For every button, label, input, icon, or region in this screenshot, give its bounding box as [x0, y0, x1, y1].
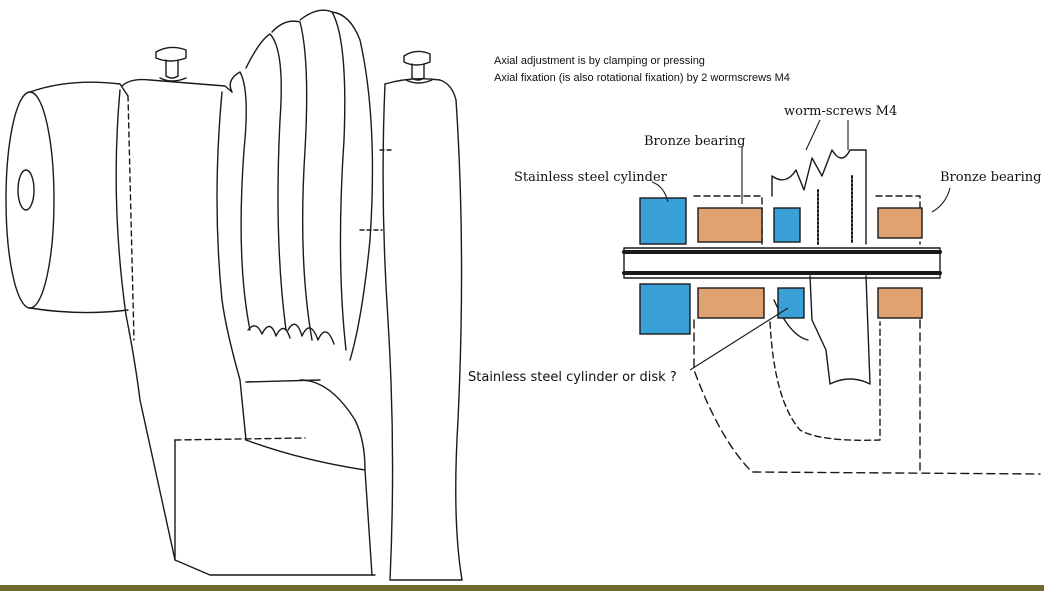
bearing-parts: [639, 197, 923, 335]
leader-worm-1: [805, 119, 821, 151]
hub-bore: [17, 169, 35, 211]
housing-outline: [693, 319, 1041, 475]
lower-slot: [809, 275, 871, 385]
housing-right-edge: [455, 99, 463, 581]
pulley-teeth-1: [247, 325, 291, 339]
hub-end-face: [5, 91, 55, 309]
body-top-left: [121, 78, 233, 93]
label-bronze-bearing-left: Bronze bearing: [644, 134, 746, 149]
body-curve: [299, 379, 366, 471]
note-axial-fixation: Axial fixation (is also rotational fixat…: [494, 72, 790, 84]
right-thumb-screw: [403, 50, 433, 84]
label-bronze-bearing-right: Bronze bearing: [940, 170, 1042, 185]
pulley-groove-3: [271, 20, 313, 341]
bronze-bearing-left-lower: [697, 287, 765, 319]
body-lower-face: [245, 439, 373, 576]
bronze-bearing-right-lower: [877, 287, 923, 319]
housing-left-edge: [382, 83, 463, 581]
leader-bronze-right: [931, 187, 951, 213]
bronze-bearing-left-upper: [697, 207, 763, 243]
housing-top: [384, 77, 457, 101]
label-steel-cylinder-or-disk: Stainless steel cylinder or disk ?: [468, 370, 677, 385]
steel-cylinder-lower: [639, 283, 691, 335]
left-thumb-screw: [155, 46, 187, 82]
inner-pocket: [769, 321, 881, 441]
body-front-left: [115, 89, 376, 576]
lower-slot-curve: [773, 299, 809, 341]
leader-steel-cylinder: [651, 181, 669, 203]
pulley-groove-2: [245, 33, 287, 331]
pulley-teeth-2: [287, 323, 335, 345]
body-hidden-base: [174, 437, 306, 441]
pulley-groove-1: [229, 71, 251, 331]
headstock-sketch: [5, 9, 463, 581]
note-axial-adjustment: Axial adjustment is by clamping or press…: [494, 55, 705, 67]
leader-steel-disk: [689, 307, 789, 371]
body-step-edge: [216, 91, 247, 441]
bronze-bearing-right-upper: [877, 207, 923, 239]
label-worm-screws: worm-screws M4: [784, 104, 898, 119]
hub-bottom-edge: [29, 307, 129, 314]
body-hidden-edge: [127, 95, 135, 341]
pulley-groove-4: [299, 9, 347, 351]
steel-cylinder-upper: [639, 197, 687, 245]
steel-disk-upper: [773, 207, 801, 243]
leader-lines: [651, 119, 951, 371]
bottom-strip: [0, 585, 1044, 591]
label-steel-cylinder: Stainless steel cylinder: [514, 170, 667, 185]
worm-screw-slot: [771, 149, 867, 245]
hub-top-edge: [29, 81, 129, 97]
steel-disk-lower: [777, 287, 805, 319]
cross-section-schematic: [622, 149, 1041, 475]
pulley-rim: [331, 11, 374, 361]
